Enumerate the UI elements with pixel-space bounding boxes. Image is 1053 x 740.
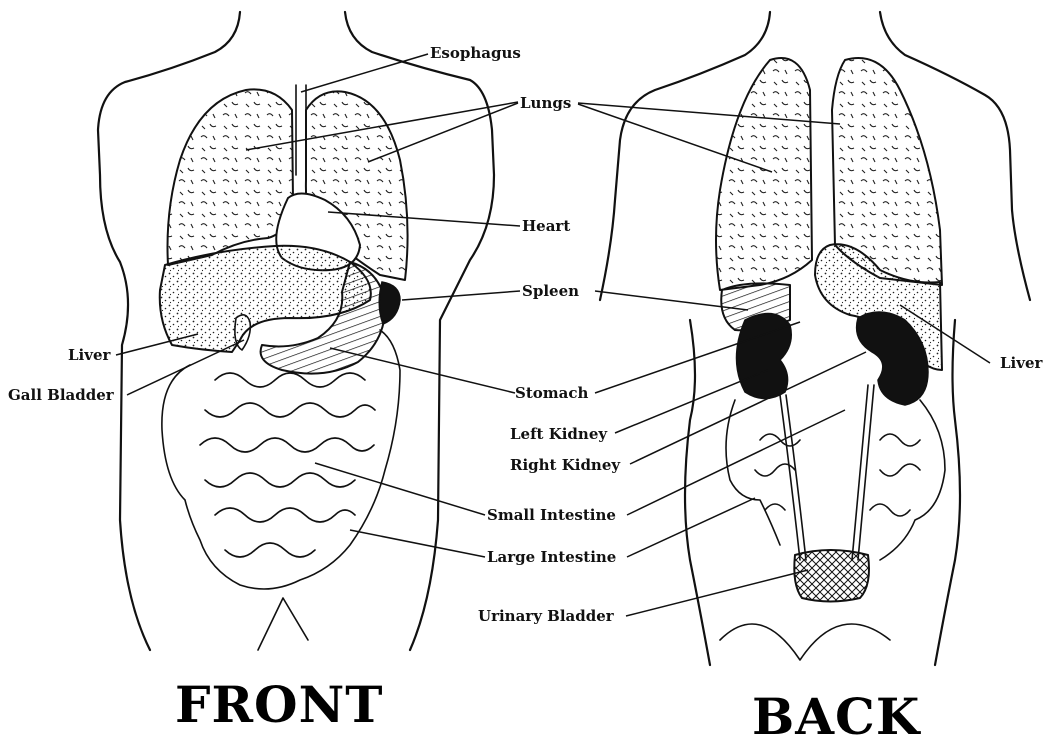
front-legs-split — [258, 598, 308, 650]
title-back: BACK — [752, 687, 921, 740]
label-stomach: Stomach — [515, 384, 588, 402]
label-small-intestine: Small Intestine — [487, 506, 616, 524]
label-heart: Heart — [522, 217, 570, 235]
label-liver-front: Liver — [68, 346, 112, 364]
label-esophagus: Esophagus — [430, 44, 521, 62]
label-gall-bladder: Gall Bladder — [8, 386, 115, 404]
front-lung-right — [168, 89, 294, 265]
back-left-kidney — [737, 314, 792, 399]
title-front: FRONT — [175, 675, 384, 734]
front-esophagus — [296, 85, 306, 175]
back-lung-left — [716, 58, 812, 290]
label-large-intestine: Large Intestine — [487, 548, 616, 566]
front-spleen — [379, 282, 400, 324]
label-right-kidney: Right Kidney — [510, 456, 621, 474]
back-urinary-bladder — [794, 550, 869, 602]
front-small-intestine — [200, 373, 375, 557]
label-spleen: Spleen — [522, 282, 579, 300]
label-liver-back: Liver — [1000, 354, 1044, 372]
back-ureters — [780, 385, 874, 560]
label-urinary-bladder: Urinary Bladder — [478, 607, 615, 625]
label-left-kidney: Left Kidney — [510, 425, 608, 443]
back-buttocks — [720, 624, 890, 660]
back-small-intestine — [755, 434, 920, 516]
front-figure — [98, 12, 494, 650]
label-lungs: Lungs — [520, 94, 571, 112]
back-large-intestine — [726, 400, 945, 560]
